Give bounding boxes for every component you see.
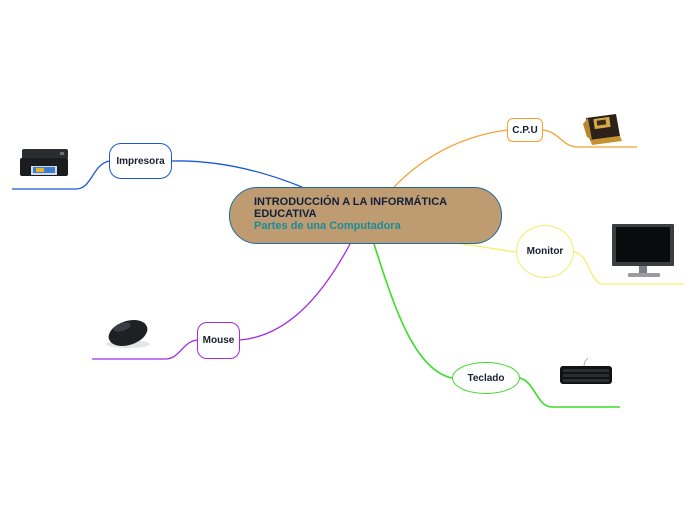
cpu-processor-icon	[583, 114, 622, 145]
branch-node-teclado[interactable]: Teclado	[452, 362, 520, 394]
connector-mouse	[239, 243, 351, 341]
branch-label-monitor: Monitor	[526, 246, 564, 257]
connector-teclado	[373, 243, 453, 379]
branch-label-cpu: C.P.U	[512, 124, 538, 136]
branch-node-monitor[interactable]: Monitor	[516, 225, 574, 278]
printer-icon	[20, 149, 68, 176]
leaf-connector-mouse	[92, 339, 198, 360]
leaf-connector-monitor	[573, 251, 684, 285]
connector-impresora	[171, 160, 303, 188]
central-topic-subtitle: Partes de una Computadora	[254, 220, 401, 232]
connector-monitor	[454, 242, 517, 253]
leaf-connector-impresora	[12, 160, 110, 190]
monitor-icon	[612, 224, 674, 277]
mouse-icon	[106, 320, 150, 348]
central-topic[interactable]: INTRODUCCIÓN A LA INFORMÁTICA EDUCATIVA …	[229, 187, 502, 244]
keyboard-icon	[560, 357, 612, 384]
branch-node-cpu[interactable]: C.P.U	[507, 118, 543, 142]
branch-label-impresora: Impresora	[116, 155, 165, 167]
leaf-connector-teclado	[519, 377, 620, 408]
branch-node-mouse[interactable]: Mouse	[197, 322, 240, 359]
branch-label-teclado: Teclado	[467, 372, 505, 384]
leaf-connector-cpu	[542, 129, 637, 148]
branch-node-impresora[interactable]: Impresora	[109, 143, 172, 179]
central-topic-title: INTRODUCCIÓN A LA INFORMÁTICA EDUCATIVA	[254, 196, 447, 220]
connector-cpu	[393, 129, 508, 188]
branch-label-mouse: Mouse	[202, 335, 235, 346]
